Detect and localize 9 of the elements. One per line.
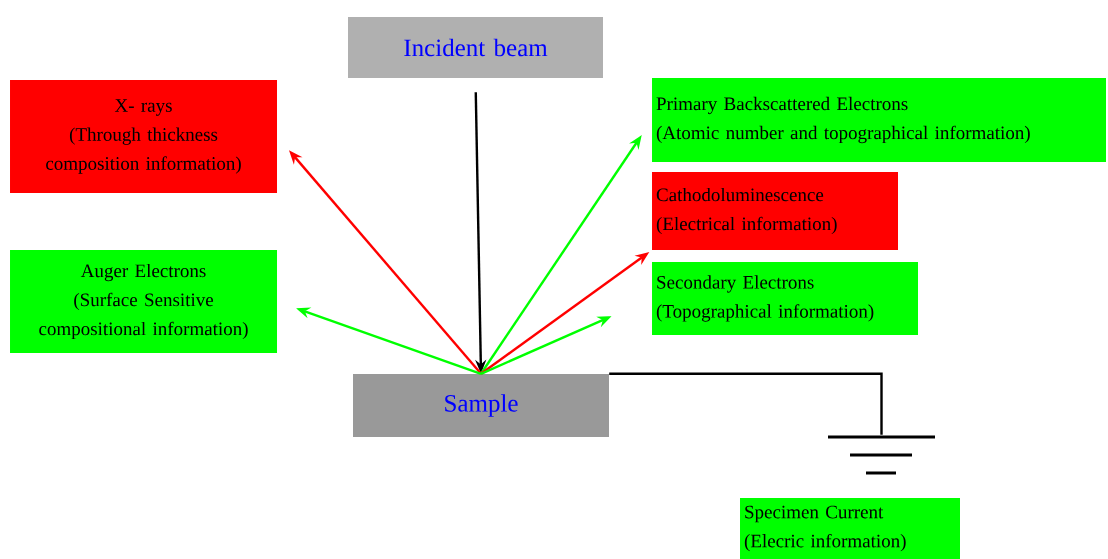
sample-block: Sample — [353, 374, 609, 437]
info-box: Secondary Electrons (Topographical information) — [652, 262, 918, 335]
info-box: Specimen Current (Elecric information) — [740, 498, 960, 559]
info-box: Primary Backscattered Electrons (Atomic number and topographical information) — [652, 78, 1106, 162]
info-box: X- rays (Through thickness composition information) — [10, 80, 277, 193]
ground-symbol — [828, 435, 935, 475]
info-box: Auger Electrons (Surface Sensitive compositional information) — [10, 250, 277, 353]
info-box: Cathodoluminescence (Electrical information) — [652, 172, 898, 250]
beam-box: Incident beam — [348, 17, 603, 78]
